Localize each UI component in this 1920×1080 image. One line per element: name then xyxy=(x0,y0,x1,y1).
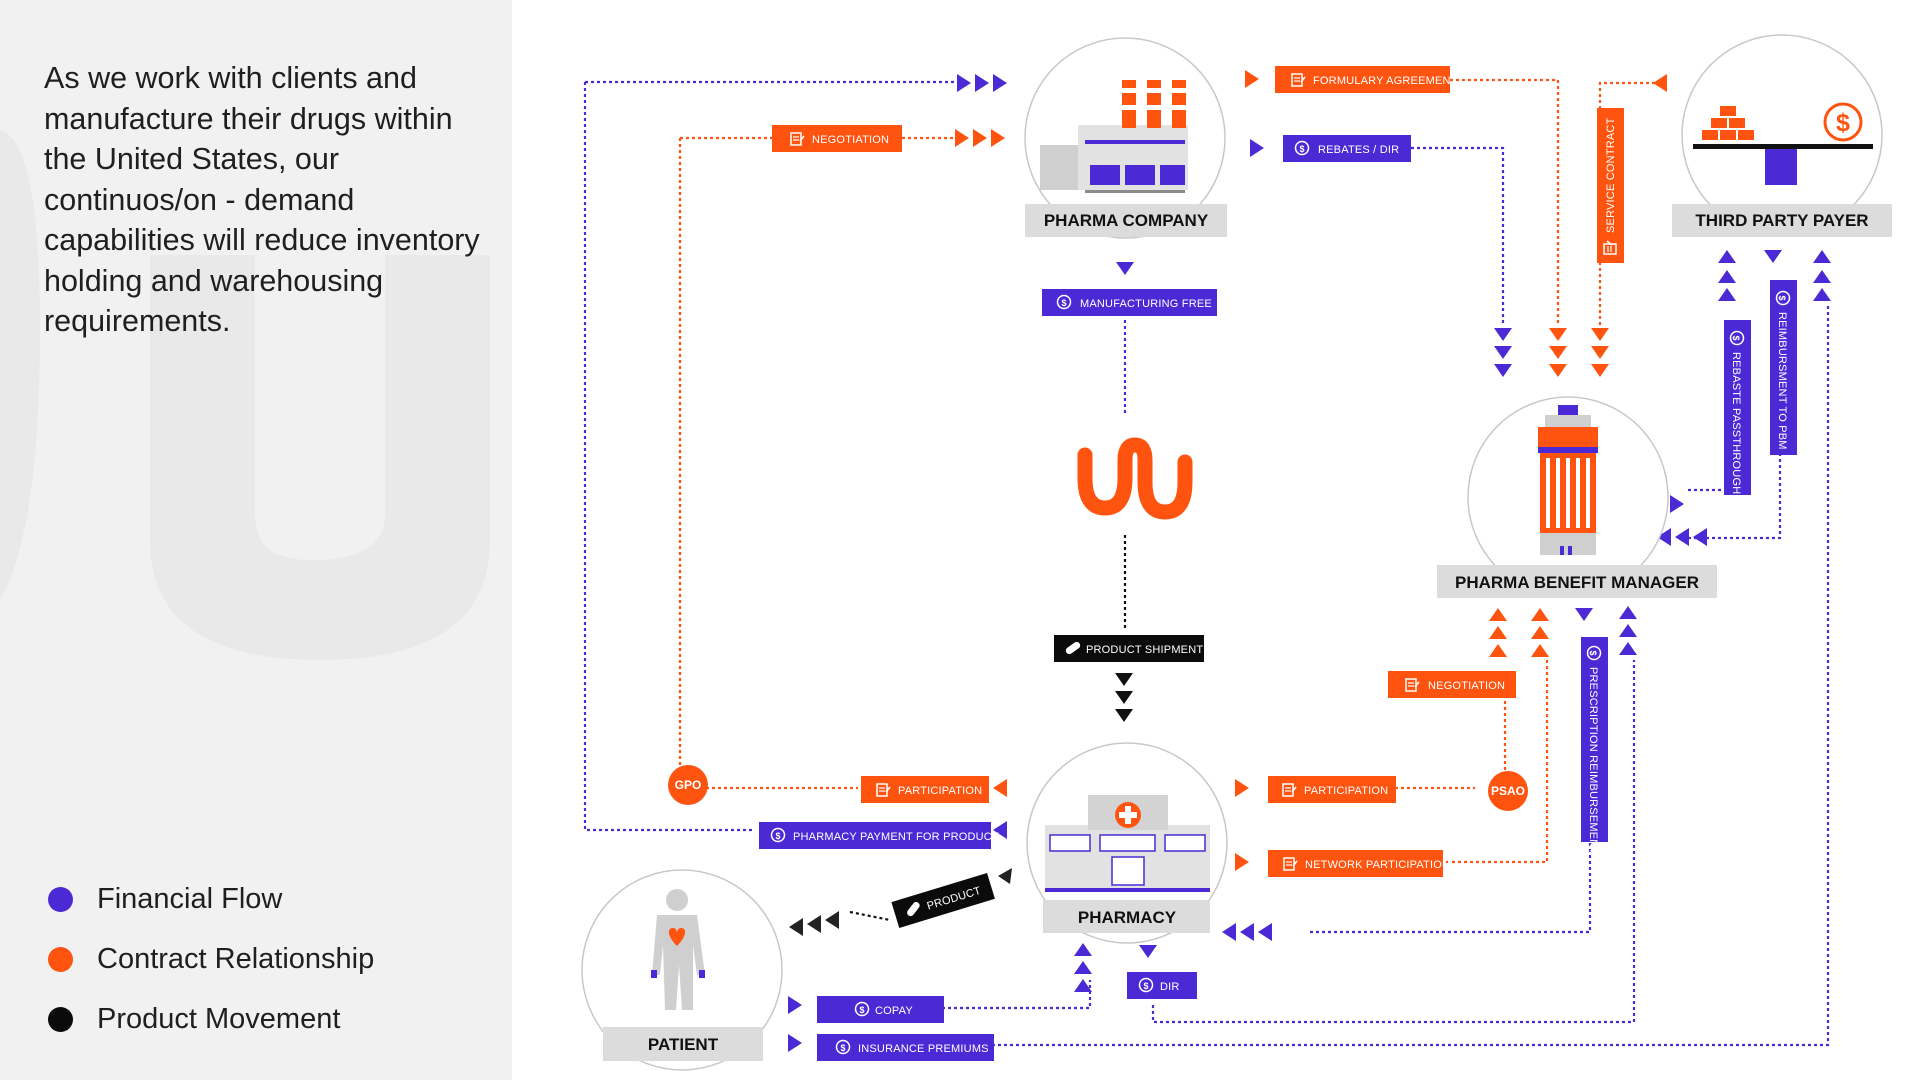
pbm-node: PHARMA BENEFIT MANAGER xyxy=(1437,396,1717,598)
node-label-box xyxy=(1672,204,1892,237)
pharma-company-node: PHARMA COMPANY xyxy=(1024,37,1227,239)
insurance-premiums-tag: INSURANCE PREMIUMS xyxy=(817,1034,994,1061)
flow-line xyxy=(1151,660,1636,1024)
contract-dot-icon xyxy=(48,947,73,972)
center-logo-icon xyxy=(1077,437,1193,520)
service-contract-text: SERVICE CONTRACT xyxy=(1605,117,1617,233)
rebates-dir-text: REBATES / DIR xyxy=(1318,144,1399,156)
legend-label: Contract Relationship xyxy=(97,943,375,975)
pharma-company-label: PHARMA COMPANY xyxy=(1044,211,1209,230)
negotiation-top-text: NEGOTIATION xyxy=(812,134,889,146)
pharmacy-icon xyxy=(1045,795,1210,892)
dir-text: DIR xyxy=(1160,981,1180,993)
flow-line xyxy=(1405,146,1505,325)
flow-line xyxy=(583,82,755,832)
pbm-label: PHARMA BENEFIT MANAGER xyxy=(1455,573,1699,592)
intro-paragraph: As we work with clients and manufacture … xyxy=(44,61,480,338)
legend-item-financial: Financial Flow xyxy=(48,883,282,916)
patient-label: PATIENT xyxy=(648,1035,719,1054)
third-party-payer-node: $ THIRD PARTY PAYER xyxy=(1672,34,1892,237)
legend-label: Financial Flow xyxy=(97,883,283,915)
prescription-reimbursement-text: PRESCRIPTION REIMBURSEMENT xyxy=(1587,667,1599,854)
svg-text:$: $ xyxy=(1836,109,1850,137)
background-logo-watermark xyxy=(0,130,490,660)
legend-label: Product Movement xyxy=(97,1003,341,1035)
service-contract-tag: SERVICE CONTRACT xyxy=(1597,108,1624,263)
scale-coin-icon: $ xyxy=(1693,102,1873,185)
manufacturing-free-tag: MANUFACTURING FREE xyxy=(1042,289,1217,316)
patient-node: PATIENT xyxy=(581,869,783,1071)
psao-badge: PSAO xyxy=(1488,771,1528,811)
pharmacy-node: PHARMACY xyxy=(1026,742,1228,944)
patient-heart-icon xyxy=(651,889,705,1010)
product-tag: PRODUCT xyxy=(891,872,995,929)
insurance-premiums-text: INSURANCE PREMIUMS xyxy=(858,1043,989,1055)
negotiation-psao-text: NEGOTIATION xyxy=(1428,680,1505,692)
flow-line xyxy=(1688,450,1782,540)
rebate-passthrough-tag: REBASTE PASSTHROUGH xyxy=(1724,320,1751,495)
formulary-agreement-tag: FORMULARY AGREEMENT xyxy=(1275,66,1458,93)
copay-tag: COPAY xyxy=(817,996,944,1023)
factory-icon xyxy=(1040,80,1188,193)
flow-line xyxy=(849,910,891,922)
psao-badge-label: PSAO xyxy=(1491,784,1525,798)
network-participation-tag: NETWORK PARTICIPATION xyxy=(1268,850,1450,877)
gpo-badge-label: GPO xyxy=(675,778,702,792)
manufacturing-free-text: MANUFACTURING FREE xyxy=(1080,298,1212,310)
pbm-building-icon xyxy=(1538,405,1598,555)
participation-gpo-tag: PARTICIPATION xyxy=(861,776,989,803)
formulary-agreement-text: FORMULARY AGREEMENT xyxy=(1313,75,1458,87)
rebate-passthrough-text: REBASTE PASSTHROUGH xyxy=(1730,352,1742,494)
flow-line xyxy=(1450,78,1560,325)
node-label-box xyxy=(1025,204,1227,237)
node-label-box xyxy=(1043,900,1210,933)
flow-line xyxy=(992,305,1830,1047)
participation-gpo-text: PARTICIPATION xyxy=(898,785,982,797)
arrow-heads xyxy=(788,70,1831,1052)
node-label-box xyxy=(603,1027,763,1061)
product-dot-icon xyxy=(48,1007,73,1032)
participation-psao-tag: PARTICIPATION xyxy=(1268,776,1396,803)
product-shipment-text: PRODUCT SHIPMENT xyxy=(1086,644,1203,656)
rebates-dir-tag: REBATES / DIR xyxy=(1283,135,1411,162)
legend-item-contract: Contract Relationship xyxy=(48,943,374,976)
prescription-reimbursement-tag: PRESCRIPTION REIMBURSEMENT xyxy=(1581,637,1608,854)
legend-item-product: Product Movement xyxy=(48,1003,340,1036)
reimbursment-to-pbm-text: REIMBURSMENT TO PBM xyxy=(1776,312,1788,450)
pharmacy-payment-text: PHARMACY PAYMENT FOR PRODUCT xyxy=(793,831,999,843)
reimbursment-to-pbm-tag: REIMBURSMENT TO PBM xyxy=(1770,280,1797,455)
dir-tag: DIR xyxy=(1127,972,1197,999)
pharmacy-payment-tag: PHARMACY PAYMENT FOR PRODUCT xyxy=(759,822,999,849)
node-label-box xyxy=(1437,565,1717,598)
pharmacy-label: PHARMACY xyxy=(1078,908,1177,927)
third-party-payer-label: THIRD PARTY PAYER xyxy=(1695,211,1868,230)
copay-text: COPAY xyxy=(875,1005,913,1017)
flow-line xyxy=(942,980,1092,1010)
negotiation-psao-tag: NEGOTIATION xyxy=(1388,671,1516,698)
participation-psao-text: PARTICIPATION xyxy=(1304,785,1388,797)
product-shipment-tag: PRODUCT SHIPMENT xyxy=(1054,635,1204,662)
financial-dot-icon xyxy=(48,887,73,912)
negotiation-top-tag: NEGOTIATION xyxy=(772,125,902,152)
left-panel: As we work with clients and manufacture … xyxy=(0,0,512,1080)
gpo-badge: GPO xyxy=(668,765,708,805)
network-participation-text: NETWORK PARTICIPATION xyxy=(1305,859,1450,871)
